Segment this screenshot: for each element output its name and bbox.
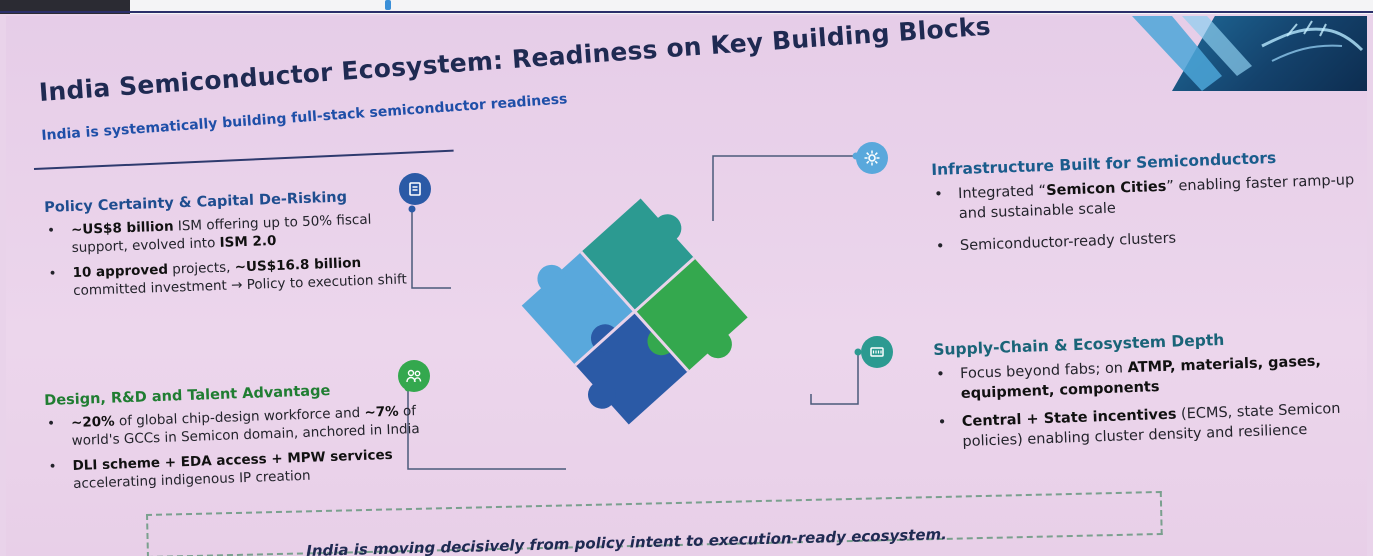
bullet-strong: 10 approved [72, 261, 169, 282]
top-bar-accent [385, 0, 391, 10]
section-design: Design, R&D and Talent Advantage ~20% of… [44, 380, 428, 501]
people-icon [398, 360, 430, 392]
section-supply-chain: Supply-Chain & Ecosystem Depth Focus bey… [933, 326, 1367, 461]
section-infrastructure: Infrastructure Built for Semiconductors … [931, 146, 1367, 269]
bullet-strong: ~7% [364, 403, 399, 421]
bullet-strong: ~20% [70, 413, 115, 432]
section-policy-list: ~US$8 billion ISM offering up to 50% fis… [45, 209, 428, 301]
slide: India Semiconductor Ecosystem: Readiness… [6, 16, 1367, 556]
bullet-text: projects, [167, 259, 235, 278]
document-icon [399, 173, 431, 205]
chip-icon [861, 336, 893, 368]
top-bar-dark-segment [0, 0, 130, 14]
bullet-text: Semiconductor-ready clusters [959, 230, 1177, 255]
section-policy: Policy Certainty & Capital De-Risking ~U… [44, 187, 428, 308]
bullet-strong: ~US$16.8 billion [234, 254, 362, 276]
bullet-strong: Semicon Cities [1045, 178, 1167, 199]
list-item: ~20% of global chip-design workforce and… [45, 402, 426, 451]
list-item: Central + State incentives (ECMS, state … [936, 398, 1367, 453]
puzzle-graphic [521, 198, 748, 425]
section-infrastructure-list: Integrated “Semicon Cities” enabling fas… [932, 170, 1367, 257]
bullet-strong: Central + State incentives [961, 406, 1177, 431]
corner-lines-graphic [1132, 16, 1364, 91]
section-design-list: ~20% of global chip-design workforce and… [45, 402, 428, 494]
bullet-strong: ISM 2.0 [219, 232, 277, 251]
section-supply-chain-list: Focus beyond fabs; on ATMP, materials, g… [934, 350, 1367, 453]
gear-icon [856, 142, 888, 174]
list-item: DLI scheme + EDA access + MPW services a… [46, 445, 427, 494]
bullet-text: Integrated “ [957, 183, 1047, 203]
list-item: 10 approved projects, ~US$16.8 billion c… [46, 252, 427, 301]
list-item: Focus beyond fabs; on ATMP, materials, g… [934, 350, 1367, 405]
bullet-strong: ~US$8 billion [70, 218, 174, 239]
list-item: Semiconductor-ready clusters [934, 222, 1367, 257]
list-item: Integrated “Semicon Cities” enabling fas… [932, 170, 1367, 225]
top-bar-rule [0, 11, 1373, 13]
corner-hand-graphic [1112, 16, 1367, 91]
top-bar [0, 0, 1373, 14]
list-item: ~US$8 billion ISM offering up to 50% fis… [45, 209, 426, 258]
bullet-text: Focus beyond fabs; on [959, 360, 1128, 383]
